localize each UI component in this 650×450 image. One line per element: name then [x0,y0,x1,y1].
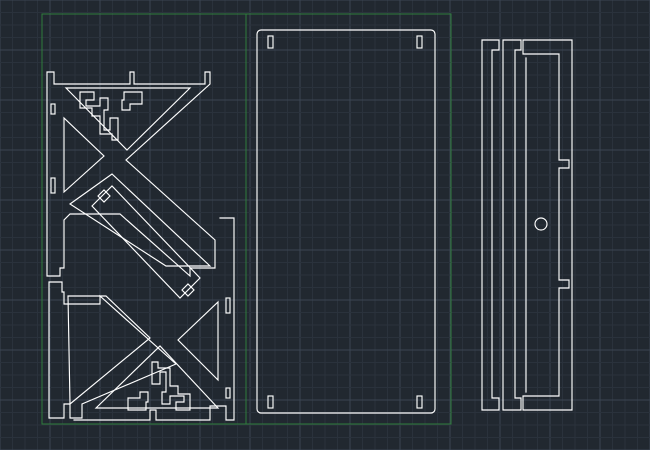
support-panel-lower-cutout-left[interactable] [67,295,151,406]
base-plate-group[interactable] [256,29,436,414]
support-panel-upper-cutout-top[interactable] [64,87,192,151]
support-panel-lower-cutout-right[interactable] [177,300,219,382]
lower-panel-latch-detail[interactable] [127,391,149,411]
base-plate-slot[interactable] [416,395,423,409]
support-panel-upper-cutout-mid[interactable] [68,173,212,267]
base-plate-outline[interactable] [256,29,436,414]
support-panel-upper-outline[interactable] [46,71,216,278]
upper-panel-slot[interactable] [50,103,56,115]
rail-right[interactable] [522,39,573,411]
support-panel-lower-outline[interactable] [48,281,178,419]
upper-panel-latch-detail[interactable] [79,91,119,141]
support-panel-lower-outline-right[interactable] [73,217,235,421]
upper-panel-latch-detail[interactable] [121,91,143,111]
support-panel-upper-cutout-left[interactable] [63,116,105,194]
rail-mounting-hole[interactable] [534,217,548,231]
base-plate-slot[interactable] [267,35,274,49]
base-plate-slot[interactable] [267,395,274,409]
diagonal-insert-slot-tab[interactable] [97,189,111,203]
sheet-border [41,13,452,425]
diagonal-insert-slot[interactable] [91,185,201,299]
rail-middle[interactable] [502,39,522,411]
lower-panel-slot[interactable] [225,387,231,399]
lower-panel-slot[interactable] [225,297,231,314]
rail-group[interactable] [481,39,573,411]
diagonal-insert-slot-tab[interactable] [181,283,195,297]
base-plate-slot[interactable] [416,35,423,49]
lower-panel-latch-detail[interactable] [151,361,191,411]
support-panel-group[interactable] [46,71,235,421]
support-panel-lower-cutout-bottom[interactable] [94,345,220,409]
upper-panel-slot[interactable] [50,177,56,194]
rail-left[interactable] [481,39,500,411]
